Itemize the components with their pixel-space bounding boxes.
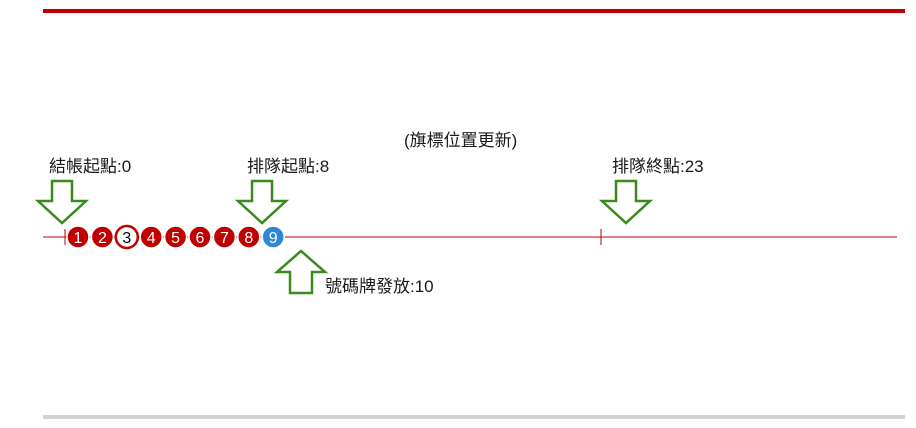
queue-circle-4 bbox=[139, 225, 163, 249]
ticket-issue-arrow-icon bbox=[273, 249, 329, 295]
queue-end-label: 排隊終點:23 bbox=[612, 157, 704, 176]
checkout-start-arrow-icon bbox=[34, 179, 90, 225]
top-accent-bar bbox=[43, 9, 905, 13]
queue-circle-label: 5 bbox=[171, 230, 180, 247]
queue-end-arrow-icon bbox=[598, 179, 654, 225]
queue-circle-label: 8 bbox=[244, 230, 253, 247]
queue-circle-6 bbox=[188, 225, 212, 249]
queue-circle-9 bbox=[261, 225, 285, 249]
queue-circle-label: 6 bbox=[196, 230, 205, 247]
queue-circle-label: 4 bbox=[147, 230, 156, 247]
queue-start-arrow-icon bbox=[234, 179, 290, 225]
queue-circle-label: 9 bbox=[269, 230, 278, 247]
queue-circle-5 bbox=[163, 225, 188, 249]
queue-circle-label: 7 bbox=[220, 230, 229, 247]
queue-start-label: 排隊起點:8 bbox=[247, 157, 330, 176]
queue-circle-3 bbox=[114, 224, 140, 250]
queue-circle-7 bbox=[212, 225, 237, 249]
queue-circle-2 bbox=[90, 225, 115, 249]
queue-circle-label: 2 bbox=[98, 230, 107, 247]
bottom-accent-bar bbox=[43, 415, 905, 419]
queue-circle-8 bbox=[237, 225, 261, 249]
queue-circle-label: 3 bbox=[122, 230, 131, 247]
checkout-start-label: 結帳起點:0 bbox=[49, 157, 132, 176]
ticket-issue-label: 號碼牌發放:10 bbox=[325, 277, 434, 296]
diagram-title: (旗標位置更新) bbox=[404, 131, 518, 150]
queue-circle-1 bbox=[66, 225, 90, 249]
queue-circle-label: 1 bbox=[74, 230, 83, 247]
